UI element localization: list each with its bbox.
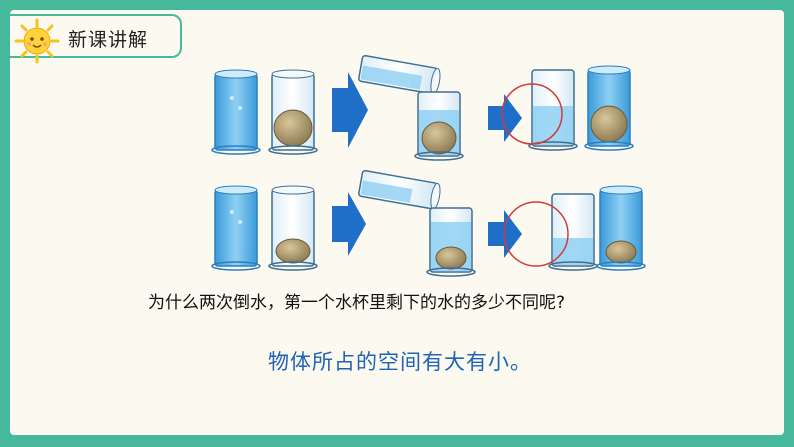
receiving-cup-2 — [426, 207, 476, 277]
experiment-illustration — [211, 54, 646, 277]
full-water-cup-1 — [211, 69, 261, 155]
highlight-circle — [501, 83, 563, 145]
slide: 新课讲解 — [10, 10, 784, 435]
result-cup-with-stone-2 — [596, 185, 646, 271]
highlight-circle — [503, 201, 569, 267]
empty-cup-with-small-stone-2 — [268, 185, 318, 271]
pouring-cup-1 — [358, 54, 441, 95]
header-tab: 新课讲解 — [10, 14, 182, 64]
arrow-icon — [332, 72, 368, 148]
question-text: 为什么两次倒水，第一个水杯里剩下的水的多少不同呢? — [148, 293, 566, 313]
empty-cup-with-big-stone-1 — [268, 69, 318, 155]
answer-text: 物体所占的空间有大有小。 — [268, 350, 532, 374]
receiving-cup-1 — [414, 91, 464, 161]
page-title: 新课讲解 — [68, 29, 149, 51]
full-water-cup-2 — [211, 185, 261, 271]
result-cup-with-stone-1 — [584, 65, 634, 151]
sun-icon — [14, 18, 60, 64]
arrow-icon — [488, 94, 522, 142]
remaining-water-cup-1 — [528, 69, 578, 151]
arrow-icon — [332, 192, 366, 256]
pouring-cup-2 — [358, 169, 441, 210]
arrow-icon — [488, 210, 522, 258]
remaining-water-cup-2 — [548, 193, 598, 271]
